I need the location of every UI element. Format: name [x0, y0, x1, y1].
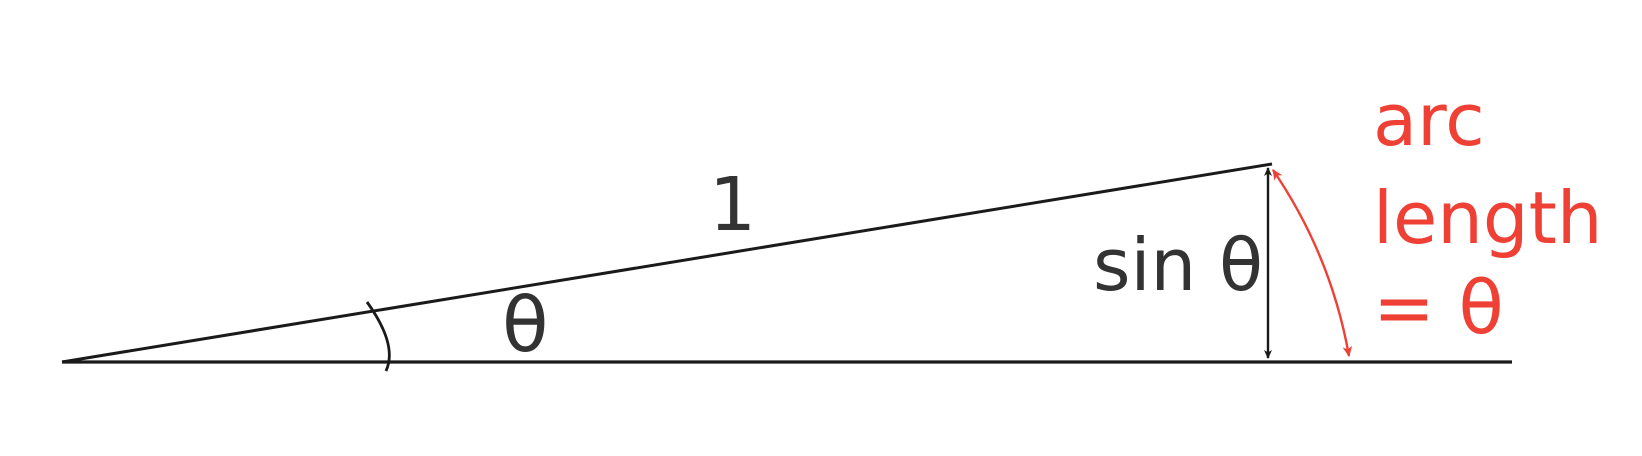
arc-label-line-1: arc [1373, 78, 1485, 162]
arc-label-line-2: length [1373, 176, 1603, 260]
arc-label-line-3: = θ [1373, 265, 1504, 351]
angle-label: θ [502, 280, 549, 369]
hypotenuse-label: 1 [709, 162, 756, 248]
arc-length-arrow [1272, 169, 1353, 358]
angle-arc-mark [365, 301, 391, 372]
opposite-side-label: sin θ [1093, 223, 1263, 307]
hypotenuse-line [61, 162, 1273, 364]
